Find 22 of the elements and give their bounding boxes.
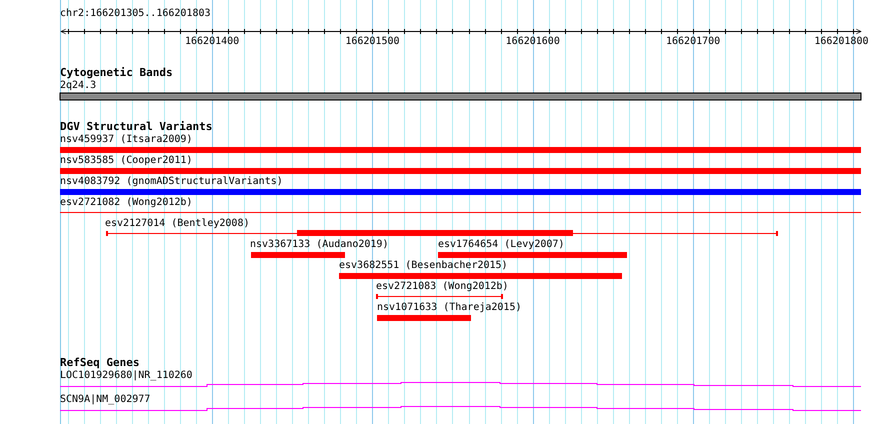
tick-label: 166201400 (185, 36, 240, 48)
variant-label: nsv583585 (Cooper2011) (60, 155, 192, 167)
tick-label: 166201500 (345, 36, 400, 48)
variant-label: nsv4083792 (gnomADStructuralVariants) (60, 176, 283, 188)
track-title: Cytogenetic Bands (60, 67, 173, 79)
tick-label: 166201700 (666, 36, 720, 48)
track-title: DGV Structural Variants (60, 121, 212, 133)
track-title: RefSeq Genes (60, 357, 140, 369)
variant-label: nsv3367133 (Audano2019) (250, 239, 388, 251)
band-label: 2q24.3 (60, 80, 96, 92)
coordinate-label: chr2:166201305..166201803 (60, 8, 211, 20)
variant-label: esv2721083 (Wong2012b) (376, 281, 508, 293)
variant-label: esv1764654 (Levy2007) (438, 239, 564, 251)
gene-label: SCN9A|NM_002977 (60, 394, 150, 406)
variant-label: esv2721082 (Wong2012b) (60, 197, 192, 209)
tick-label: 166201800 (814, 36, 868, 48)
gene-label: LOC101929680|NR_110260 (60, 370, 192, 382)
variant-label: nsv1071633 (Thareja2015) (377, 302, 522, 314)
variant-label: nsv459937 (Itsara2009) (60, 134, 192, 146)
variant-label: esv2127014 (Bentley2008) (105, 218, 250, 230)
tick-label: 166201600 (506, 36, 560, 48)
variant-label: esv3682551 (Besenbacher2015) (339, 260, 508, 272)
